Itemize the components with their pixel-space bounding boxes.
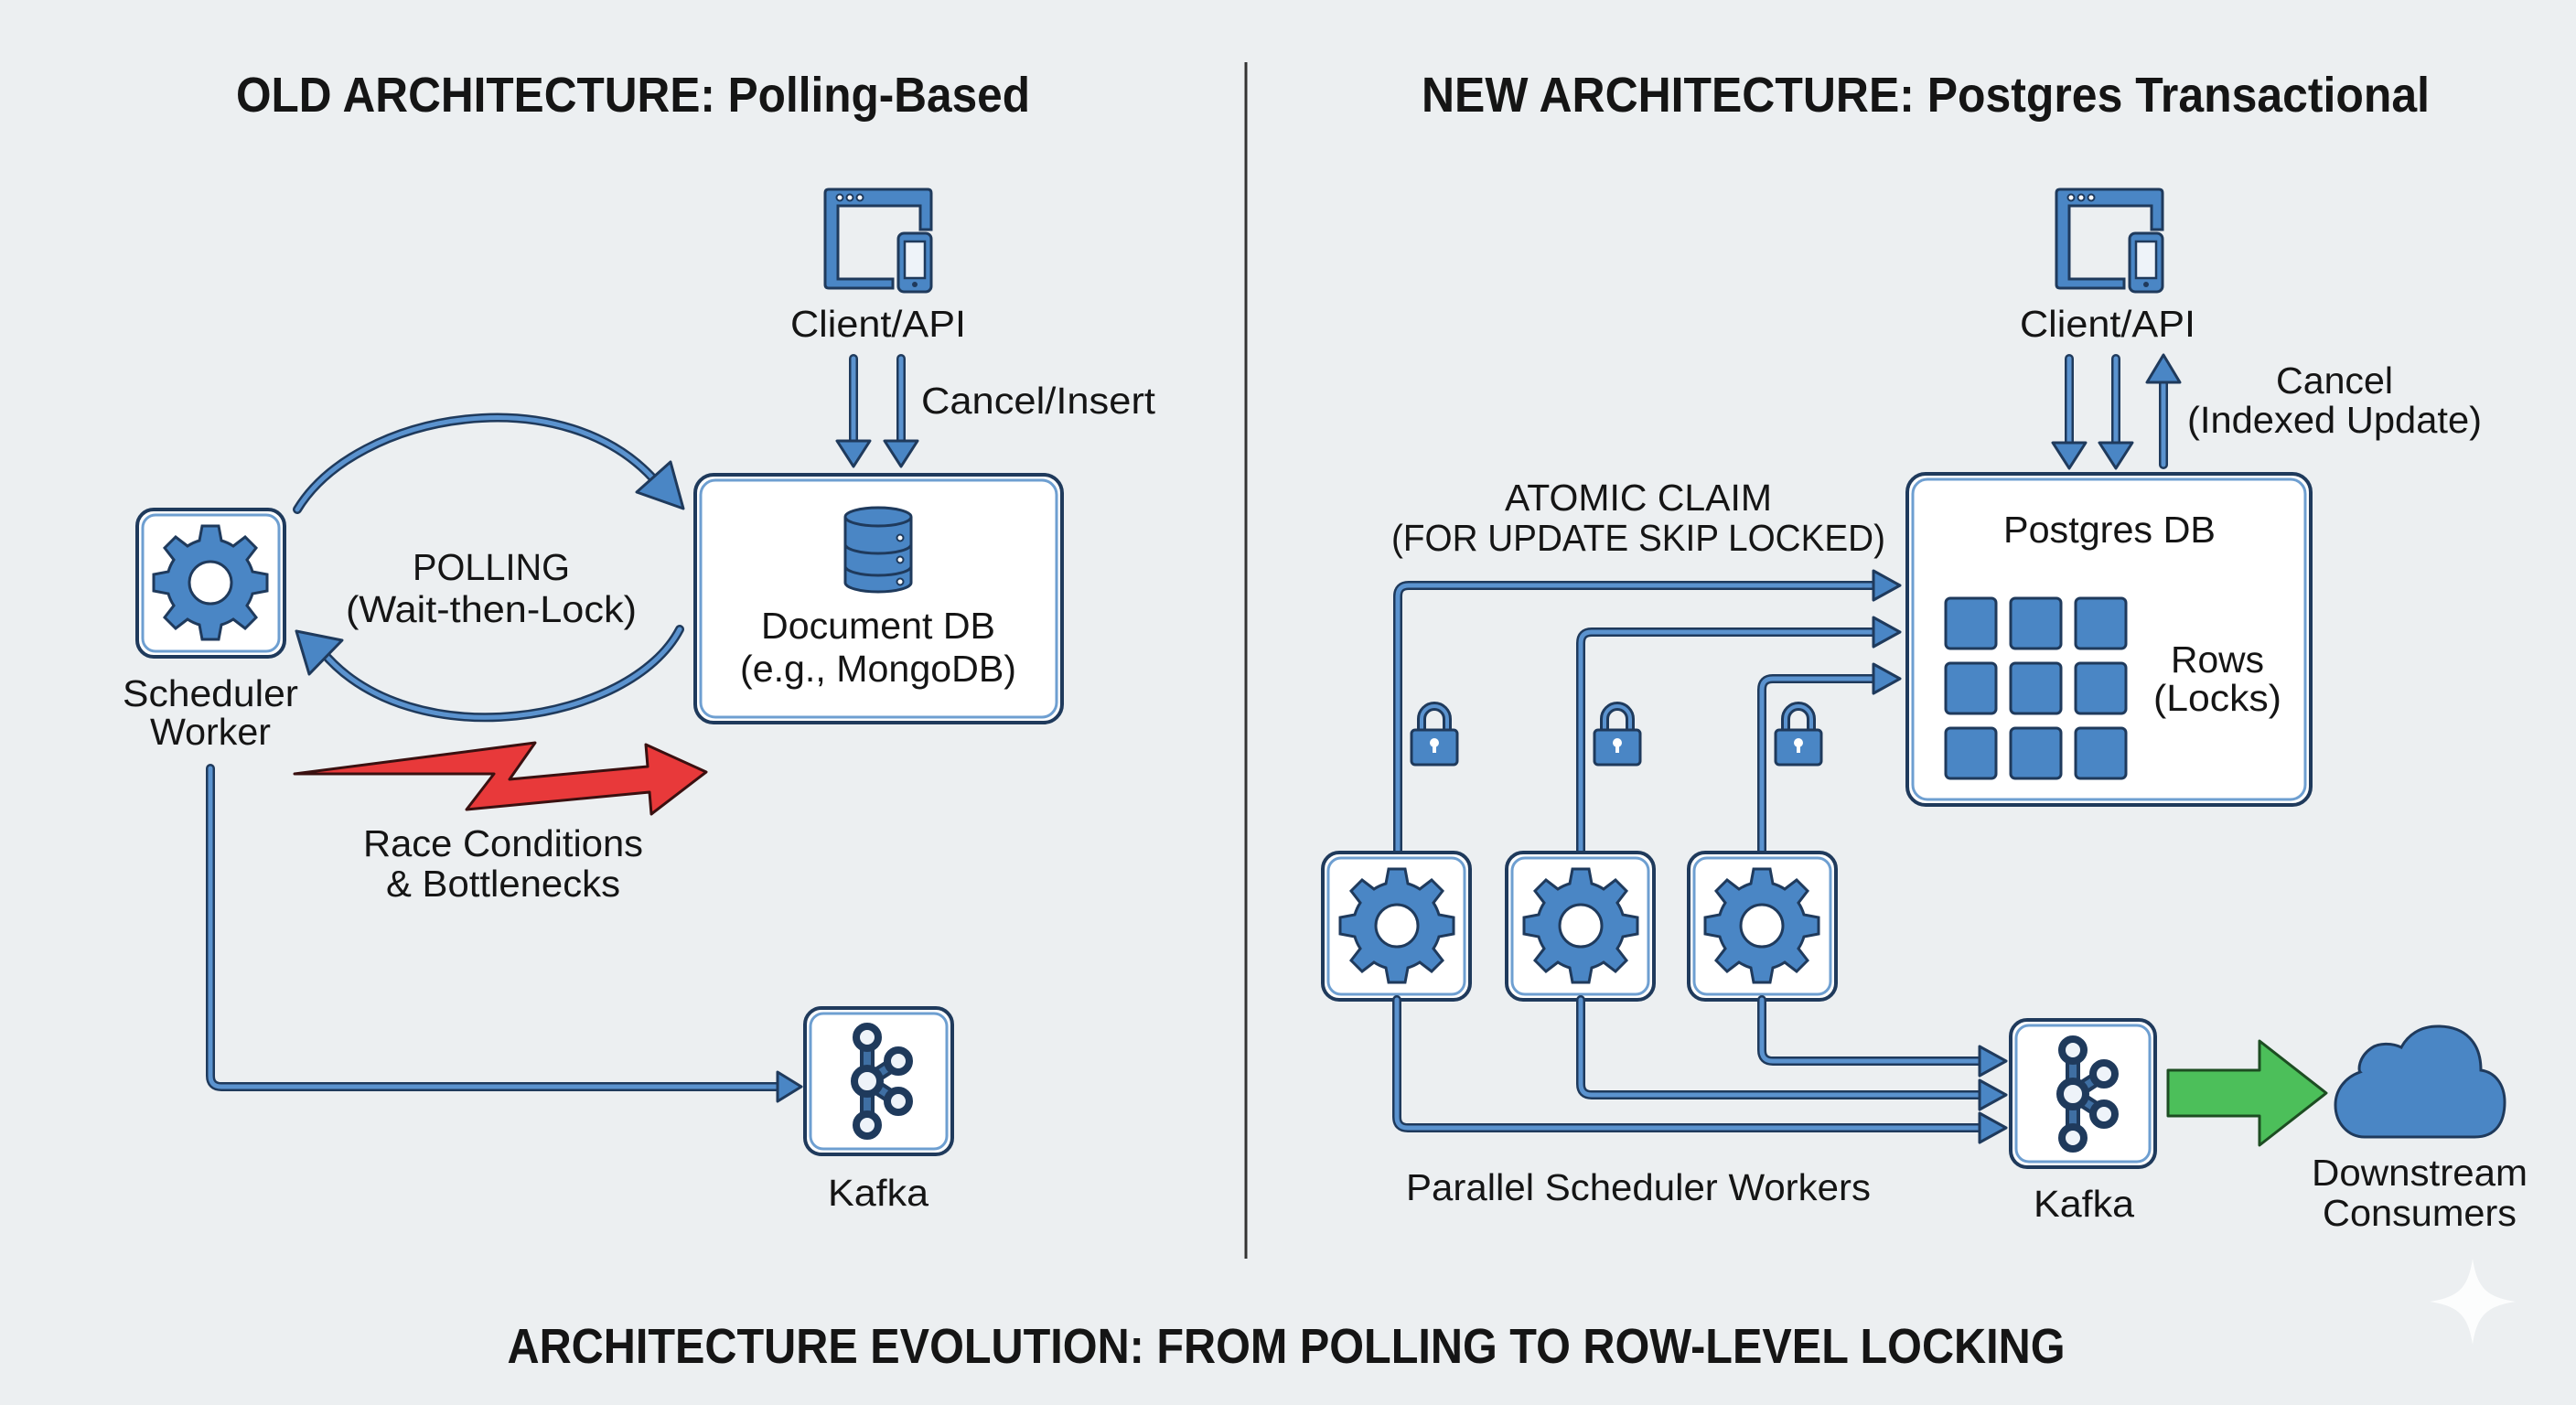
new-kafka-label: Kafka	[2034, 1183, 2134, 1225]
scheduler-worker-label: Scheduler	[123, 672, 298, 714]
scheduler-worker-node	[135, 508, 286, 659]
document-db-sublabel: (e.g., MongoDB)	[740, 648, 1016, 690]
polling-sublabel: (Wait-then-Lock)	[346, 588, 637, 630]
problem-label: Race Conditions	[363, 822, 643, 864]
worker-to-kafka-connector	[206, 764, 803, 1103]
gear-icon	[1703, 867, 1820, 984]
claim-connector-1	[1393, 569, 1902, 857]
atomic-claim-sublabel: (FOR UPDATE SKIP LOCKED)	[1391, 517, 1885, 559]
new-kafka-node	[2009, 1018, 2157, 1169]
consumers-label: Downstream	[2312, 1152, 2528, 1194]
arrow-down-icon	[2051, 354, 2088, 470]
polling-arrow-to-db	[293, 413, 685, 514]
row-lock-cell	[1944, 661, 1998, 715]
arrow-up-icon	[2145, 353, 2182, 469]
gear-icon	[1522, 867, 1639, 984]
publish-arrow-icon	[2166, 1039, 2328, 1147]
atomic-claim-label: ATOMIC CLAIM	[1505, 477, 1772, 519]
client-devices-icon	[2055, 188, 2164, 294]
publish-connector-3	[1757, 995, 2008, 1078]
padlock-icon	[1411, 706, 1457, 765]
publish-connector-1	[1392, 995, 2008, 1144]
arrow-down-icon	[835, 354, 872, 468]
new-architecture-title: NEW ARCHITECTURE: Postgres Transactional	[1422, 68, 2430, 123]
row-lock-cell	[2074, 726, 2128, 780]
arrow-down-icon	[2098, 354, 2134, 470]
old-architecture-title: OLD ARCHITECTURE: Polling-Based	[236, 68, 1030, 123]
parallel-workers-label: Parallel Scheduler Workers	[1406, 1166, 1871, 1208]
old-client-arrow-label: Cancel/Insert	[921, 380, 1156, 422]
claim-connector-2	[1576, 616, 1902, 857]
document-db-label: Document DB	[761, 605, 995, 647]
sparkle-icon	[2430, 1259, 2516, 1345]
problem-sublabel: & Bottlenecks	[386, 863, 620, 905]
row-lock-cell	[2009, 661, 2063, 715]
new-client-node: Client/API	[2020, 188, 2195, 345]
polling-arrow-to-worker	[295, 625, 684, 723]
row-lock-cell	[1944, 596, 1998, 650]
row-lock-cell	[1944, 726, 1998, 780]
old-kafka-label: Kafka	[828, 1172, 928, 1214]
cloud-icon	[2334, 1024, 2506, 1139]
database-icon	[843, 506, 913, 594]
lightning-bolt-arrow-icon	[293, 741, 708, 816]
old-client-node: Client/API	[790, 188, 966, 345]
rows-sublabel: (Locks)	[2153, 677, 2281, 719]
postgres-db-node: Postgres DB Rows (Locks)	[1905, 472, 2313, 807]
document-db-node: Document DB (e.g., MongoDB)	[693, 473, 1064, 724]
new-client-arrow-label: Cancel	[2276, 359, 2393, 402]
padlock-icon	[1594, 706, 1640, 765]
gear-icon	[1338, 867, 1455, 984]
old-client-label: Client/API	[790, 303, 966, 345]
postgres-db-label: Postgres DB	[2003, 509, 2216, 551]
rows-label: Rows	[2171, 638, 2264, 681]
footer-title: ARCHITECTURE EVOLUTION: FROM POLLING TO …	[508, 1319, 2066, 1374]
parallel-worker-1	[1321, 851, 1472, 1002]
parallel-worker-2	[1505, 851, 1656, 1002]
parallel-worker-3	[1687, 851, 1838, 1002]
new-client-db-arrows	[2051, 353, 2182, 470]
new-client-label: Client/API	[2020, 303, 2195, 345]
row-lock-grid	[1944, 596, 2128, 780]
scheduler-worker-label-2: Worker	[150, 711, 271, 753]
claim-connector-3	[1757, 662, 1902, 857]
padlock-icon	[1776, 706, 1821, 765]
arrow-down-icon	[883, 354, 919, 468]
row-lock-cell	[2009, 726, 2063, 780]
publish-connector-2	[1576, 995, 2008, 1111]
consumers-sublabel: Consumers	[2323, 1192, 2517, 1234]
client-devices-icon	[823, 188, 933, 294]
row-lock-cell	[2009, 596, 2063, 650]
old-kafka-node	[803, 1006, 954, 1156]
gear-icon	[152, 524, 269, 641]
old-client-to-db-arrows	[835, 354, 919, 468]
new-client-arrow-sublabel: (Indexed Update)	[2187, 399, 2482, 441]
row-lock-cell	[2074, 661, 2128, 715]
row-lock-cell	[2074, 596, 2128, 650]
polling-label: POLLING	[413, 546, 570, 588]
